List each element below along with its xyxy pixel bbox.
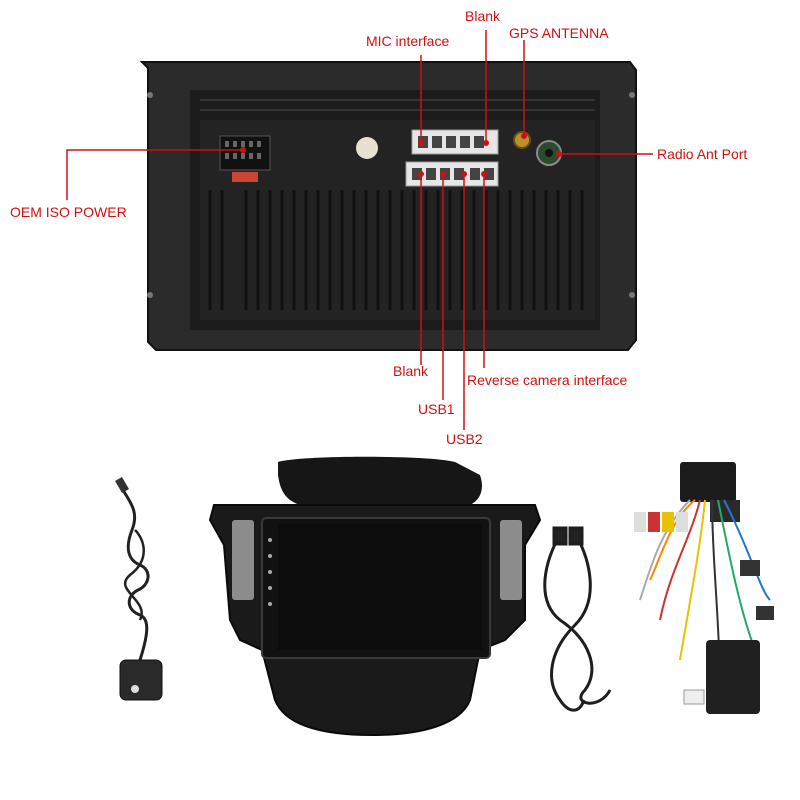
callout-oem-iso-power: [66, 149, 243, 200]
label-mic-interface: MIC interface: [366, 33, 450, 49]
callout-lines: [66, 30, 653, 430]
wiring-harness: [634, 462, 774, 714]
label-gps-antenna: GPS ANTENNA: [509, 25, 609, 41]
label-blank-top: Blank: [465, 8, 501, 24]
label-radio-ant-port: Radio Ant Port: [657, 146, 748, 162]
usb-cables: [543, 526, 612, 712]
head-unit-rear: [139, 61, 637, 351]
label-blank-bottom: Blank: [393, 363, 429, 379]
callout-dots: [240, 133, 562, 177]
label-reverse-camera-interface: Reverse camera interface: [467, 372, 628, 388]
dash-panel-with-screen: [208, 456, 542, 737]
label-oem-iso-power: OEM ISO POWER: [10, 204, 127, 220]
gps-antenna-accessory: [115, 476, 163, 701]
label-usb1: USB1: [418, 401, 455, 417]
label-usb2: USB2: [446, 431, 483, 447]
